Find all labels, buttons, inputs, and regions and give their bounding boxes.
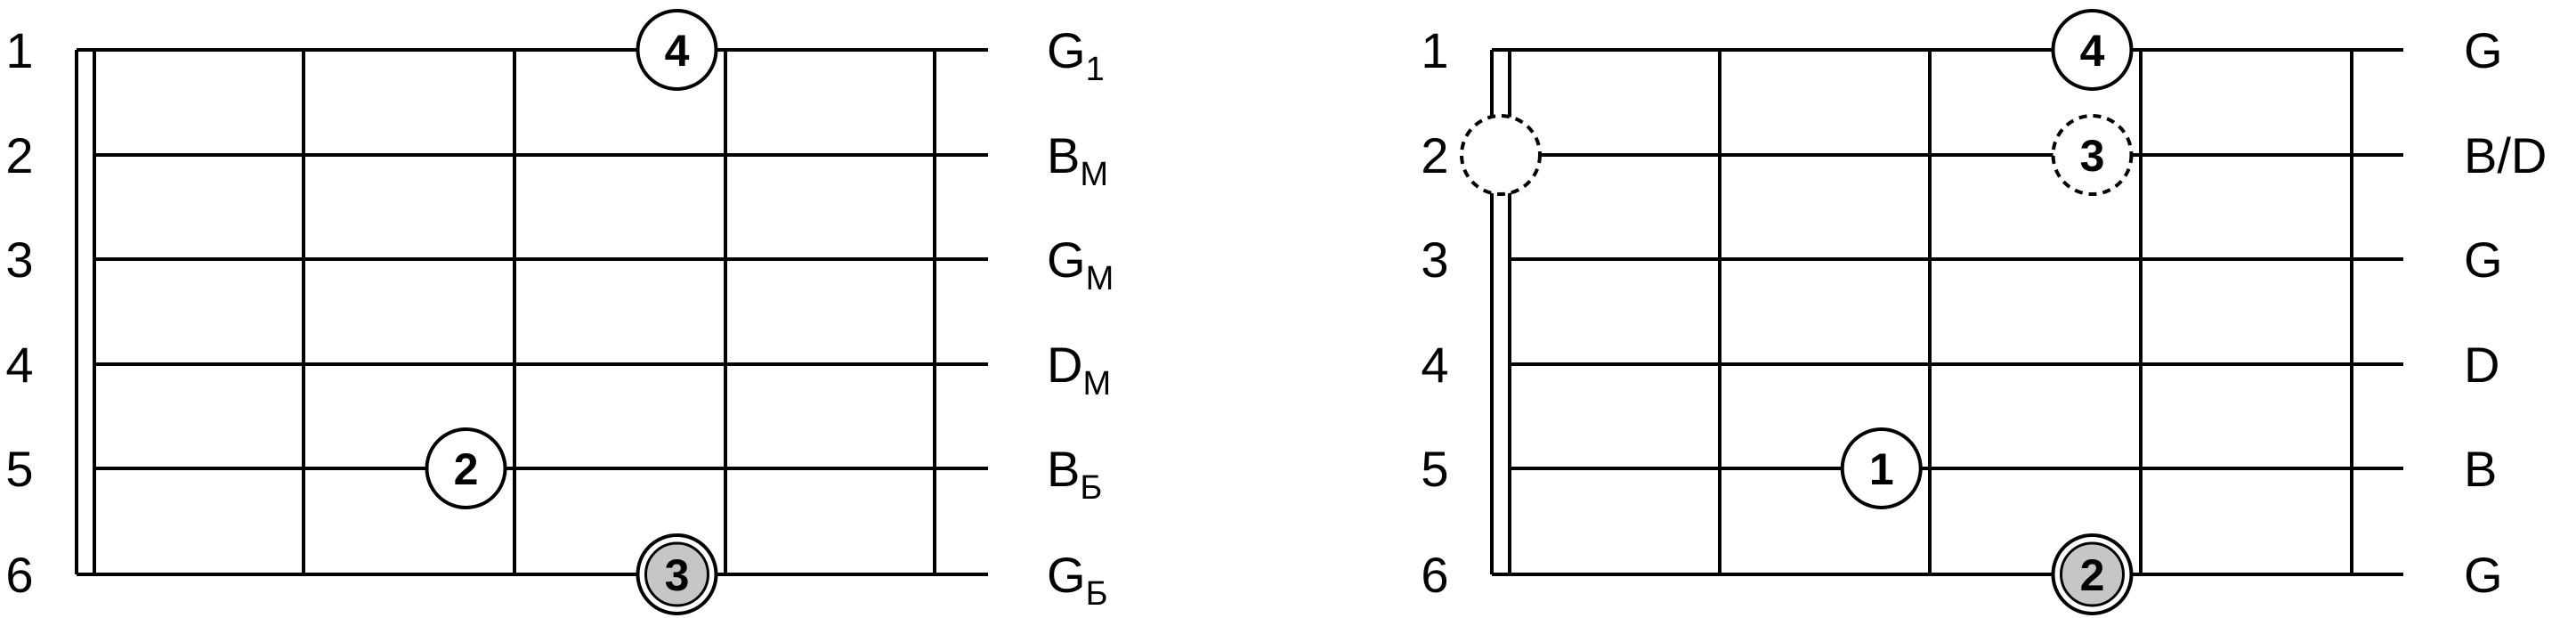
finger-number: 2 — [454, 444, 479, 494]
note-label: BБ — [1047, 441, 1102, 507]
finger-number: 3 — [2080, 131, 2105, 181]
note-subscript: М — [1082, 365, 1111, 403]
finger-ring-inner — [644, 541, 709, 607]
finger-marker: 2 — [425, 427, 507, 509]
note-label: G — [2464, 547, 2503, 603]
note-label: D — [2464, 337, 2499, 393]
note-label: BМ — [1047, 127, 1108, 193]
note-name: G — [1047, 232, 1086, 288]
finger-marker: 3 — [2051, 114, 2134, 196]
note-name: G — [2464, 22, 2503, 78]
string-number: 6 — [5, 547, 33, 603]
note-name: B — [1047, 127, 1080, 183]
string-number: 5 — [1421, 441, 1448, 497]
note-name: G — [1047, 547, 1086, 603]
note-subscript: Б — [1086, 575, 1108, 613]
note-label: G1 — [1047, 22, 1105, 88]
note-name: G — [1047, 22, 1086, 78]
finger-marker: 4 — [2051, 9, 2134, 91]
note-label: GБ — [1047, 547, 1108, 613]
note-name: D — [1047, 337, 1082, 393]
finger-marker: 2 — [2051, 533, 2134, 615]
note-subscript: 1 — [1086, 51, 1105, 88]
open-string-marker — [1460, 114, 1542, 196]
string-number: 3 — [5, 232, 33, 288]
finger-circle — [425, 427, 507, 509]
string-number: 6 — [1421, 547, 1448, 603]
note-name: B/D — [2464, 127, 2547, 183]
finger-ring-inner — [2059, 541, 2125, 607]
string-number: 2 — [5, 127, 33, 183]
finger-number: 3 — [665, 550, 690, 600]
finger-number: 1 — [1869, 444, 1894, 494]
note-subscript: М — [1080, 156, 1108, 193]
string-number: 3 — [1421, 232, 1448, 288]
string-number: 4 — [5, 337, 33, 393]
note-name: G — [2464, 232, 2503, 288]
note-name: G — [2464, 547, 2503, 603]
note-label: G — [2464, 22, 2503, 78]
finger-circle — [636, 9, 718, 91]
note-subscript: М — [1086, 260, 1114, 297]
finger-circle — [1840, 427, 1923, 509]
string-number: 1 — [1421, 22, 1448, 78]
finger-number: 2 — [2080, 550, 2105, 600]
finger-circle-dashed — [2051, 114, 2134, 196]
string-number: 2 — [1421, 127, 1448, 183]
note-label: G — [2464, 232, 2503, 288]
finger-marker: 3 — [636, 533, 718, 615]
string-number: 1 — [5, 22, 33, 78]
finger-marker: 1 — [1840, 427, 1923, 509]
note-name: D — [2464, 337, 2499, 393]
string-number: 5 — [5, 441, 33, 497]
finger-circle — [2051, 9, 2134, 91]
note-name: B — [2464, 441, 2497, 497]
note-label: B — [2464, 441, 2497, 497]
note-label: GМ — [1047, 232, 1114, 297]
finger-number: 4 — [2080, 26, 2105, 76]
finger-marker: 4 — [636, 9, 718, 91]
note-label: B/D — [2464, 127, 2547, 183]
note-subscript: Б — [1080, 469, 1102, 507]
finger-number: 4 — [665, 26, 690, 76]
string-number: 4 — [1421, 337, 1448, 393]
note-label: DМ — [1047, 337, 1111, 403]
note-name: B — [1047, 441, 1080, 497]
